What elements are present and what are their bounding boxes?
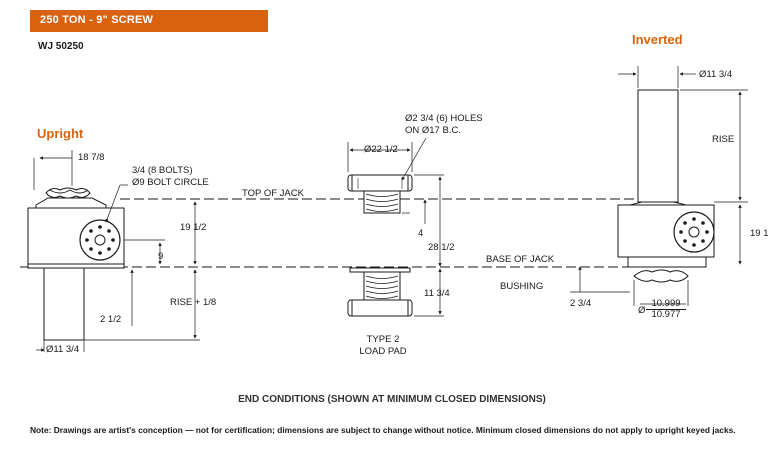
bolt-spec-line1: 3/4 (8 BOLTS) (132, 165, 193, 176)
bushing-od-min: 10.977 (646, 309, 686, 320)
type2-label-line1: TYPE 2 (366, 334, 400, 345)
page-title: 250 TON - 9" SCREW (40, 14, 154, 26)
model-number: WJ 50250 (38, 41, 84, 52)
title-bar: 250 TON - 9" SCREW (30, 10, 268, 32)
bolt-spec-line2: Ø9 BOLT CIRCLE (132, 177, 209, 188)
inverted-rise-label: RISE (712, 134, 735, 145)
inverted-dim-19-1: 19 1 (750, 228, 769, 239)
holes-spec-line1: Ø2 3/4 (6) HOLES (405, 113, 483, 124)
pad-dim-22-1-2: Ø22 1/2 (364, 144, 398, 155)
upright-dim-19-1-2: 19 1/2 (180, 222, 207, 233)
pad-dim-28-1-2: 28 1/2 (428, 242, 455, 253)
bushing-od-max: 10.999 (651, 298, 681, 309)
bushing-label: BUSHING (500, 281, 544, 292)
type2-label-line2: LOAD PAD (359, 346, 407, 357)
pad-dim-4: 4 (418, 228, 424, 239)
upright-jack (27, 187, 125, 341)
inverted-view-label: Inverted (632, 32, 683, 47)
base-of-jack-label: BASE OF JACK (486, 254, 555, 265)
disclaimer-note: Note: Drawings are artist's conception —… (30, 425, 736, 435)
pad-dim-11-3-4: 11 3/4 (424, 288, 450, 299)
upright-dim-11-3-4: Ø11 3/4 (46, 344, 80, 355)
bushing-diameter-symbol: Ø (638, 305, 646, 316)
end-conditions-caption: END CONDITIONS (SHOWN AT MINIMUM CLOSED … (238, 394, 546, 405)
holes-spec-line2: ON Ø17 B.C. (405, 125, 461, 136)
inverted-dim-11-3-4: Ø11 3/4 (699, 69, 733, 80)
inverted-jack (617, 89, 715, 283)
bushing-diameter-tolerance: 10.999 10.977 (646, 299, 686, 320)
inverted-dim-2-3-4: 2 3/4 (570, 298, 592, 309)
type2-load-pad-top (347, 174, 413, 214)
upright-dim-2-1-2: 2 1/2 (100, 314, 122, 325)
upright-dim-9: 9 (158, 251, 164, 262)
upright-view-label: Upright (37, 126, 84, 141)
type2-load-pad-bottom (347, 267, 413, 317)
upright-rise-label: RISE + 1/8 (170, 297, 217, 308)
top-of-jack-label: TOP OF JACK (242, 188, 304, 199)
upright-dim-18-7-8: 18 7/8 (78, 152, 105, 163)
